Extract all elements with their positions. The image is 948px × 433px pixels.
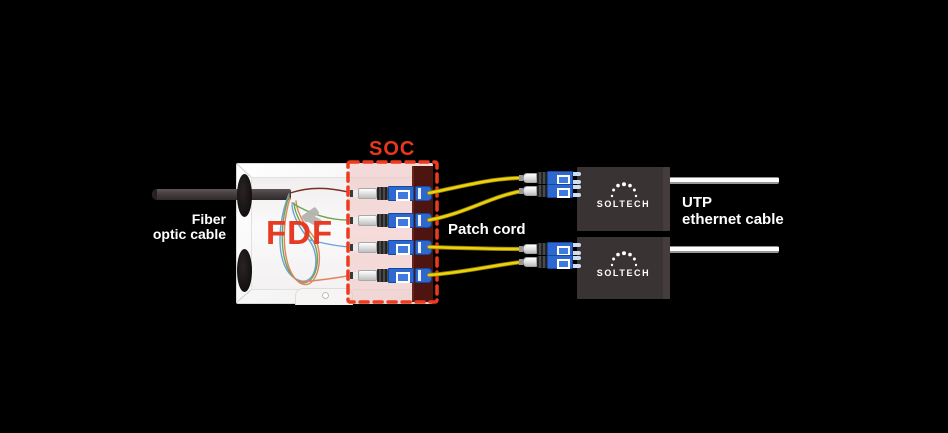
- connector-latch: [396, 217, 410, 228]
- connector-latch: [557, 259, 570, 269]
- bevel-line: [236, 289, 252, 303]
- connector-boot: [358, 188, 377, 199]
- utp-cable-1: [668, 177, 779, 184]
- connector-body: [388, 213, 414, 228]
- media-converter-2: SOLTECH: [577, 237, 670, 299]
- connector-ferrule: [350, 244, 358, 251]
- utp-cable-label-line2: ethernet cable: [682, 211, 784, 228]
- bevel-line: [236, 163, 252, 178]
- sc-connector: [350, 267, 432, 284]
- connector-body: [547, 184, 573, 198]
- device-brand-label: SOLTECH: [596, 199, 651, 209]
- device-brand-label: SOLTECH: [596, 268, 651, 278]
- splice-holder-icon: [301, 207, 323, 228]
- connector-latch: [557, 188, 570, 198]
- cable-grommet-top: [237, 174, 252, 217]
- connector-crimp: [377, 269, 388, 282]
- soc-label: SOC: [369, 138, 416, 160]
- connector-crimp: [377, 241, 388, 254]
- connector-prong: [573, 251, 581, 255]
- connector-boot: [523, 186, 537, 196]
- fiber-optic-cable: [152, 189, 291, 200]
- sc-connector: [350, 185, 432, 202]
- connector-latch: [396, 190, 410, 201]
- connector-ferrule: [350, 190, 358, 197]
- connector-prong: [573, 185, 581, 189]
- connector-prong: [573, 243, 581, 247]
- connector-body: [547, 242, 573, 256]
- patch-cord-label: Patch cord: [448, 221, 526, 238]
- connector-prong: [573, 256, 581, 260]
- connector-ferrule: [519, 259, 523, 265]
- soltech-logo-arc-icon: [610, 251, 637, 267]
- connector-ferrule: [519, 188, 523, 194]
- connector-body: [388, 186, 414, 201]
- connector-prong: [573, 193, 581, 197]
- connector-ferrule: [350, 272, 358, 279]
- soltech-logo: SOLTECH: [577, 251, 670, 278]
- connector-boot: [523, 257, 537, 267]
- sc-plug-connector: [519, 255, 581, 269]
- fiber-slack-loop: [279, 193, 321, 286]
- cable-grommet-bottom: [237, 249, 252, 292]
- connector-latch: [396, 244, 410, 255]
- connector-crimp: [537, 185, 547, 197]
- connector-prong: [573, 172, 581, 176]
- sc-plug-connector: [519, 242, 581, 256]
- fiber-cable-label-line2: optic cable: [152, 226, 226, 242]
- soltech-logo-arc-icon: [610, 182, 637, 198]
- connector-prong: [573, 264, 581, 268]
- connector-crimp: [537, 256, 547, 268]
- patch-cord-path: [427, 176, 524, 277]
- connector-boot: [358, 270, 377, 281]
- sc-connector: [350, 239, 432, 256]
- sc-plug-connector: [519, 184, 581, 198]
- connector-ferrule: [519, 175, 523, 181]
- sc-plug-connector: [519, 171, 581, 185]
- sc-connector: [350, 212, 432, 229]
- connector-boot: [523, 244, 537, 254]
- fiber-cable-label: Fiber optic cable: [118, 212, 226, 242]
- soltech-logo: SOLTECH: [577, 182, 670, 209]
- connector-body: [388, 240, 414, 255]
- utp-cable-label: UTP ethernet cable: [682, 194, 784, 228]
- fiber-cable-label-line1: Fiber: [191, 211, 226, 227]
- connector-boot: [523, 173, 537, 183]
- connector-ferrule: [350, 217, 358, 224]
- connector-ferrule: [519, 246, 523, 252]
- utp-cable-2: [668, 246, 779, 253]
- connector-boot: [358, 242, 377, 253]
- utp-cable-label-line1: UTP: [682, 194, 712, 211]
- connector-boot: [358, 215, 377, 226]
- fdf-label: FDF: [266, 214, 334, 251]
- connector-crimp: [377, 214, 388, 227]
- connector-crimp: [537, 243, 547, 255]
- fdf-bottom-tab: [295, 288, 353, 305]
- connector-body: [547, 171, 573, 185]
- connector-body: [388, 268, 414, 283]
- connector-body: [547, 255, 573, 269]
- connector-crimp: [537, 172, 547, 184]
- connector-latch: [396, 272, 410, 283]
- connector-prong: [573, 180, 581, 184]
- connector-crimp: [377, 187, 388, 200]
- media-converter-1: SOLTECH: [577, 167, 670, 231]
